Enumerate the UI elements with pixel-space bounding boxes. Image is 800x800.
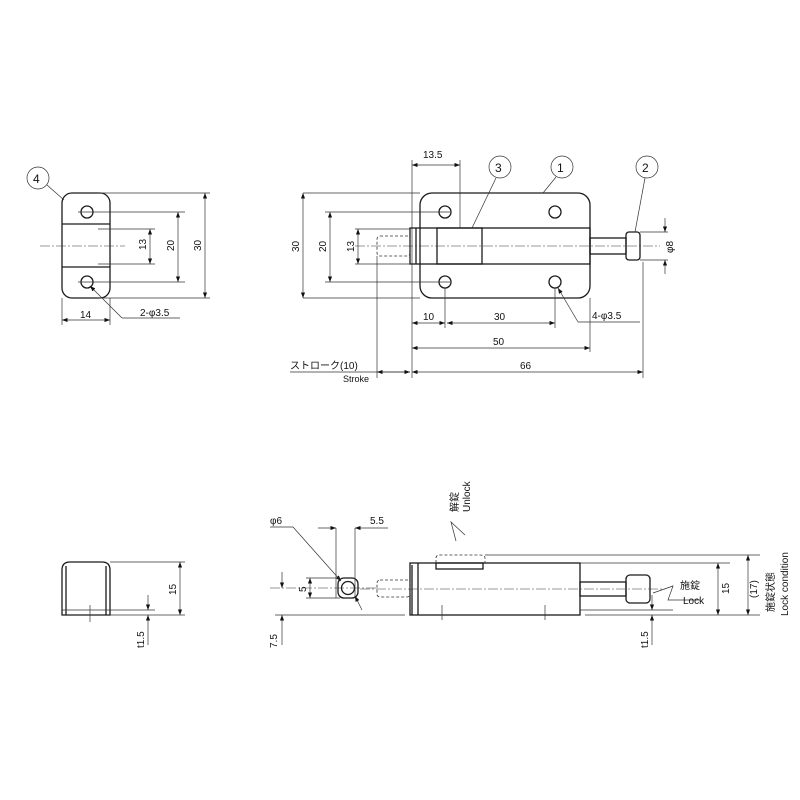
callout-2: 2 <box>642 161 649 175</box>
dim-30-left: 30 <box>291 240 302 252</box>
holes-label: 2-φ3.5 <box>140 308 170 319</box>
holes-label-main: 4-φ3.5 <box>592 311 622 322</box>
lock-label-jp: 施錠 <box>680 579 700 592</box>
callout-3: 3 <box>495 161 502 175</box>
lock-condition-en: Lock condition <box>780 552 791 616</box>
dim-66: 66 <box>520 361 532 372</box>
dim-15-left: 15 <box>168 583 179 595</box>
dim-5-5: 5.5 <box>370 516 384 527</box>
dim-15-side: 15 <box>721 582 732 594</box>
stroke-label-jp: ストローク(10) <box>290 360 358 372</box>
latch-side-view <box>360 520 760 645</box>
unlock-label-jp: 解錠 <box>448 492 461 512</box>
dim-phi8: φ8 <box>665 241 676 253</box>
dim-13-left: 13 <box>346 240 357 252</box>
dim-t1-5-side: t1.5 <box>640 631 651 648</box>
latch-top-view <box>290 155 668 378</box>
dim-20: 20 <box>166 239 177 251</box>
dim-50: 50 <box>493 337 505 348</box>
dim-30: 30 <box>193 239 204 251</box>
dim-17: (17) <box>749 580 760 598</box>
dim-10: 10 <box>423 312 435 323</box>
callout-4: 4 <box>33 172 40 186</box>
callout-1: 1 <box>557 161 564 175</box>
base-plate-side-view <box>61 561 185 645</box>
lock-condition-jp: 施錠状態 <box>764 572 777 612</box>
dim-13: 13 <box>138 238 149 250</box>
dim-phi6: φ6 <box>270 516 282 527</box>
bolt-end-view <box>270 525 405 645</box>
unlock-label-en: Unlock <box>462 480 473 512</box>
dim-20-left: 20 <box>318 240 329 252</box>
dim-7-5: 7.5 <box>269 634 280 648</box>
dim-t1-5-left: t1.5 <box>136 631 147 648</box>
base-plate-top-view <box>26 166 210 325</box>
dim-14: 14 <box>80 310 92 321</box>
dim-5: 5 <box>298 586 309 592</box>
dim-13-5: 13.5 <box>423 150 443 161</box>
stroke-label-en: Stroke <box>343 374 369 384</box>
dim-30: 30 <box>494 312 506 323</box>
lock-label-en: Lock <box>683 596 705 607</box>
